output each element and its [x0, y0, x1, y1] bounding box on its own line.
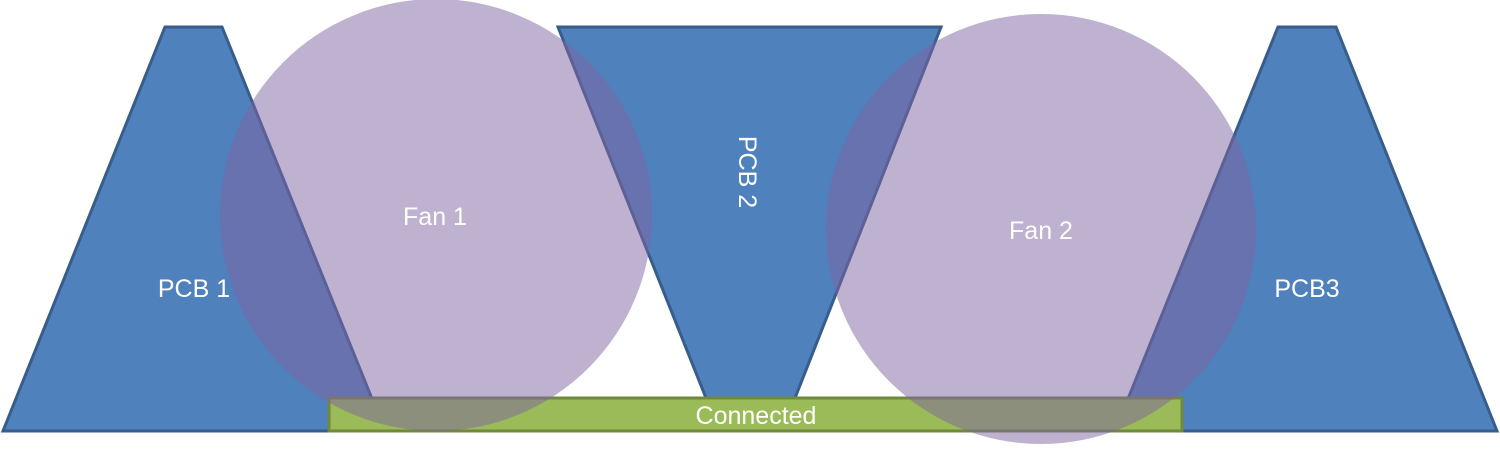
connector-label: Connected — [696, 402, 817, 430]
fan1-shape — [220, 0, 652, 431]
fan2-label: Fan 2 — [1009, 217, 1073, 245]
fan1-label: Fan 1 — [403, 203, 467, 231]
pcb1-label: PCB 1 — [158, 275, 230, 303]
pcb3-label: PCB3 — [1274, 275, 1339, 303]
pcb2-label: PCB 2 — [733, 136, 761, 208]
fan2-shape — [826, 14, 1256, 444]
